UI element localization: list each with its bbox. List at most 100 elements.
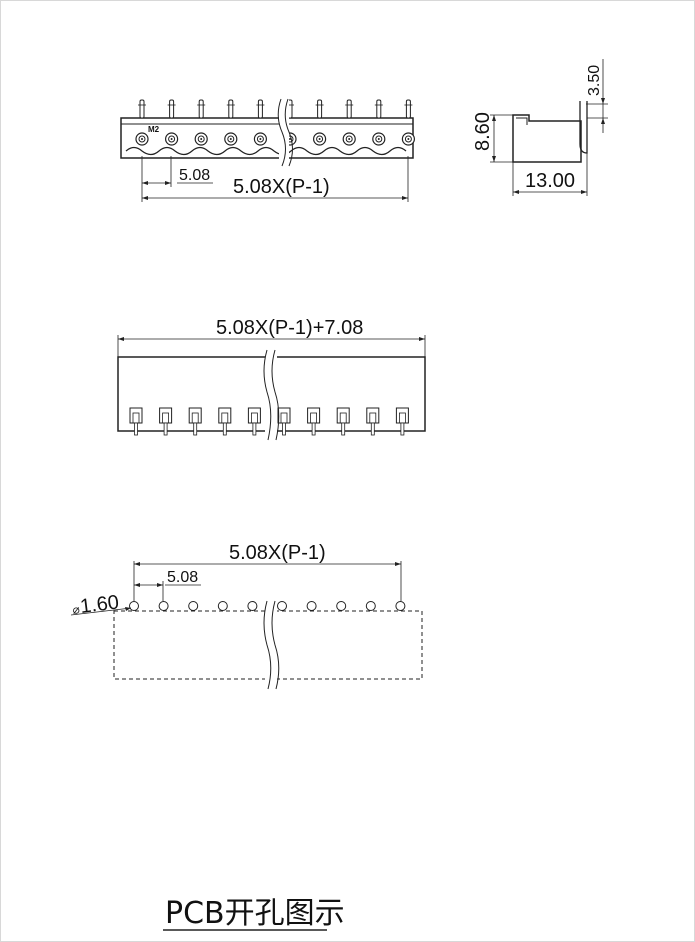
bottom-pin-housing-2 [159,407,173,424]
bottom-length-arrow-right [419,337,425,341]
side-body-arrow-top [492,115,496,121]
pcb-pitch-arrow-left [134,583,140,587]
front-pin-7 [317,99,323,119]
screw-head-3 [197,135,205,143]
bottom-pin-lead-8 [341,422,346,436]
pcb-span-arrow-left [134,562,140,566]
bottom-pin-housing-9 [366,407,380,424]
pcb-layout-caption: PCB开孔图示 [165,896,345,931]
front-pin-1 [139,99,145,119]
front-break-gap [279,99,289,165]
screw-head-10 [404,135,412,143]
front-break-line-right [284,98,293,167]
pcb-hole-leader-arrow [125,607,131,611]
bottom-pin-housing-10 [395,407,409,424]
bottom-pin-lead-5 [252,422,257,436]
side-depth-arrow-left [513,190,519,194]
bottom-length-label: 5.08X(P-1)+7.08 [216,317,363,339]
bottom-break-line-left [263,349,272,441]
bottom-pin-lead-9 [370,422,375,436]
front-pin-10 [405,99,411,119]
pcb-pitch-arrow-right [157,583,163,587]
pcb-hole-7 [306,601,317,611]
front-span-arrow-right [402,196,408,200]
side-body-arrow-bottom [492,156,496,162]
pcb-span-arrow-right [395,562,401,566]
front-span-label: 5.08X(P-1) [233,176,330,198]
pcb-break-line-right [271,600,280,690]
bottom-pin-housing-5 [247,407,261,424]
pcb-break-line-left [263,600,272,690]
side-pin-contact [579,101,588,154]
side-pin-arrow-top [601,98,605,104]
bottom-pin-housing-4 [218,407,232,424]
screw-head-7 [316,135,324,143]
side-view: 3.50 8.60 13.00 [472,59,608,196]
bottom-pin-lead-1 [134,422,138,436]
pcb-pitch-label: 5.08 [167,569,198,586]
bottom-view: 5.08X(P-1)+7.08 [117,317,426,441]
front-pin-4 [228,99,234,119]
side-depth-label: 13.00 [525,170,575,192]
screw-center-1 [141,138,143,140]
front-housing-wave [125,146,407,156]
screw-head-9 [375,135,383,143]
pcb-span-label: 5.08X(P-1) [229,542,326,564]
pcb-hole-8 [336,601,347,611]
screw-size-marking: M2 [148,125,160,134]
screw-head-2 [168,135,176,143]
bottom-pin-lead-3 [193,422,198,436]
pcb-hole-2 [158,601,169,611]
screw-center-4 [229,138,232,140]
bottom-pin-housing-8 [336,407,350,424]
screw-center-9 [377,138,380,140]
screw-center-10 [407,138,410,140]
side-housing-outline [512,114,582,163]
pcb-hole-diameter-callout: ⌀ 1.60 [72,591,121,618]
bottom-pin-lead-4 [222,422,227,436]
screw-center-7 [318,138,321,140]
diameter-symbol: ⌀ [72,602,81,617]
side-pin-arrow-bottom [601,118,605,124]
bottom-pin-housing-7 [307,407,321,424]
bottom-pin-lead-6 [282,422,286,436]
front-span-arrow-left [142,196,148,200]
screw-head-8 [345,135,353,143]
front-pin-3 [198,99,204,119]
bottom-break-line-right [271,349,280,441]
bottom-pin-housing-1 [129,407,143,424]
pcb-hole-1 [129,601,139,611]
screw-center-8 [348,138,351,140]
front-pitch-label: 5.08 [179,167,210,184]
screw-head-1 [138,135,146,143]
bottom-pins [129,407,409,436]
screw-center-5 [259,138,262,140]
pcb-hole-4 [217,601,228,611]
front-break-line-left [277,98,286,167]
front-screws [135,132,415,146]
side-body-height-label: 8.60 [472,112,494,151]
pcb-break-gap [265,601,277,689]
bottom-break-gap [265,350,277,440]
side-depth-arrow-right [581,190,587,194]
side-pin-height-label: 3.50 [586,65,603,96]
bottom-pin-lead-7 [311,422,316,436]
front-view: M2 5.08 5.08X(P-1) [120,98,415,202]
pcb-hole-3 [188,601,199,611]
pcb-hole-5 [247,601,258,611]
bottom-pin-lead-2 [163,422,168,436]
screw-center-6 [289,138,291,140]
screw-center-2 [170,138,173,140]
bottom-pin-housing-3 [188,407,202,424]
pcb-hole-6 [277,601,287,611]
screw-head-4 [227,135,235,143]
front-housing-outline [120,117,414,159]
pcb-holes [129,601,406,611]
pcb-hole-diameter-label: 1.60 [79,591,120,618]
front-pin-2 [169,99,175,119]
front-pins [138,99,413,119]
pcb-hole-9 [365,601,376,611]
bottom-length-arrow-left [118,337,124,341]
bottom-pin-lead-10 [400,422,405,436]
